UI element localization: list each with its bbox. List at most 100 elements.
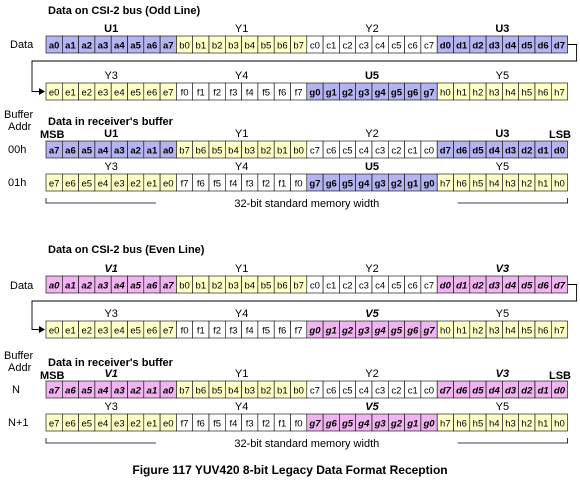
bit-label: c1 xyxy=(408,146,418,157)
bit-label: h6 xyxy=(456,419,467,430)
bit-label: h3 xyxy=(505,179,516,190)
bit-label: h7 xyxy=(440,179,451,190)
group-label: U1 xyxy=(104,128,118,140)
bit-label: g4 xyxy=(357,419,370,430)
even-buffer-label-bottom: Addr xyxy=(8,362,32,374)
bit-label: d1 xyxy=(538,146,550,157)
bit-label: d6 xyxy=(538,281,550,292)
bit-label: c0 xyxy=(424,386,434,397)
bit-label: d0 xyxy=(554,146,565,157)
bit-label: d7 xyxy=(440,386,452,397)
bit-label: h6 xyxy=(538,326,549,337)
bit-label: g6 xyxy=(325,419,338,430)
bit-label: g4 xyxy=(375,88,387,99)
bit-label: e5 xyxy=(81,419,92,430)
bit-label: d1 xyxy=(456,281,467,292)
bit-label: b6 xyxy=(196,146,207,157)
bit-label: g5 xyxy=(341,419,354,430)
odd-lsb-label: LSB xyxy=(549,129,571,141)
bit-label: h1 xyxy=(456,88,467,99)
bit-label: b7 xyxy=(179,386,190,397)
bit-label: a1 xyxy=(65,281,76,292)
even-lsb-label: LSB xyxy=(549,370,571,382)
bit-label: e6 xyxy=(65,419,76,430)
bit-label: d0 xyxy=(440,41,451,52)
bit-label: c7 xyxy=(310,146,320,157)
bit-label: f1 xyxy=(278,179,286,190)
bit-label: e0 xyxy=(49,88,60,99)
bit-label: g1 xyxy=(326,88,338,99)
bit-label: e0 xyxy=(49,326,60,337)
bit-label: e0 xyxy=(163,179,174,190)
bit-label: b5 xyxy=(261,41,272,52)
bit-label: e7 xyxy=(49,419,60,430)
even-bus-title: Data on CSI-2 bus (Even Line) xyxy=(48,244,205,256)
bit-label: g5 xyxy=(390,326,403,337)
bit-label: b3 xyxy=(228,281,239,292)
bit-label: d0 xyxy=(554,386,566,397)
bit-label: d2 xyxy=(472,41,483,52)
group-label: V5 xyxy=(365,401,379,413)
odd-addr-row1: 00h xyxy=(8,144,26,156)
bit-label: c0 xyxy=(424,146,434,157)
bit-label: c6 xyxy=(326,386,336,397)
odd-buffer-label-bottom: Addr xyxy=(8,121,32,133)
bit-label: f6 xyxy=(278,326,286,337)
odd-addr-row2: 01h xyxy=(8,177,26,189)
bit-label: e2 xyxy=(130,419,141,430)
bit-label: b6 xyxy=(277,41,288,52)
bit-label: b4 xyxy=(228,386,239,397)
bit-label: h4 xyxy=(505,88,516,99)
bit-label: f6 xyxy=(278,88,286,99)
group-label: V3 xyxy=(496,263,509,275)
bit-label: b5 xyxy=(212,386,223,397)
bit-label: h7 xyxy=(440,419,451,430)
odd-width-bracket: 32-bit standard memory width xyxy=(45,198,568,210)
bit-label: b3 xyxy=(244,146,255,157)
bit-label: a6 xyxy=(65,146,76,157)
bit-label: e5 xyxy=(81,179,92,190)
wrap-arrow-line xyxy=(31,44,578,92)
bit-cell xyxy=(550,140,568,159)
bit-label: h4 xyxy=(489,179,500,190)
bit-label: g0 xyxy=(309,88,320,99)
bit-label: e5 xyxy=(130,88,141,99)
bit-cell xyxy=(550,320,568,339)
bit-label: e2 xyxy=(81,326,92,337)
bit-label: b1 xyxy=(277,146,288,157)
bit-label: h1 xyxy=(456,326,467,337)
bit-label: g6 xyxy=(326,179,337,190)
bracket-left xyxy=(45,438,156,444)
group-label: V5 xyxy=(365,308,379,320)
bit-label: b3 xyxy=(244,386,255,397)
group-label: U1 xyxy=(104,23,118,35)
bit-label: d1 xyxy=(538,386,549,397)
bit-label: d4 xyxy=(489,146,501,157)
group-label: U3 xyxy=(495,128,509,140)
bit-label: d4 xyxy=(505,41,517,52)
bit-label: b4 xyxy=(244,41,255,52)
bit-label: f2 xyxy=(213,326,221,337)
bit-label: a3 xyxy=(114,146,125,157)
bit-label: h1 xyxy=(538,179,549,190)
bit-label: f7 xyxy=(181,179,189,190)
bit-label: h0 xyxy=(440,88,451,99)
bit-label: e3 xyxy=(114,179,125,190)
bit-label: d5 xyxy=(521,41,533,52)
bit-label: f1 xyxy=(197,326,205,337)
bit-label: b7 xyxy=(293,281,304,292)
bit-label: a0 xyxy=(163,386,174,397)
bit-cell xyxy=(550,380,568,399)
bit-label: a7 xyxy=(163,41,174,52)
group-label: Y3 xyxy=(104,161,117,173)
bit-label: h4 xyxy=(489,419,500,430)
bit-label: f0 xyxy=(181,326,189,337)
width-label: 32-bit standard memory width xyxy=(234,198,379,210)
group-label: Y2 xyxy=(365,23,378,35)
group-label: Y4 xyxy=(235,308,248,320)
bit-label: a7 xyxy=(163,281,174,292)
bit-label: b0 xyxy=(179,41,190,52)
group-label: Y4 xyxy=(235,70,248,82)
